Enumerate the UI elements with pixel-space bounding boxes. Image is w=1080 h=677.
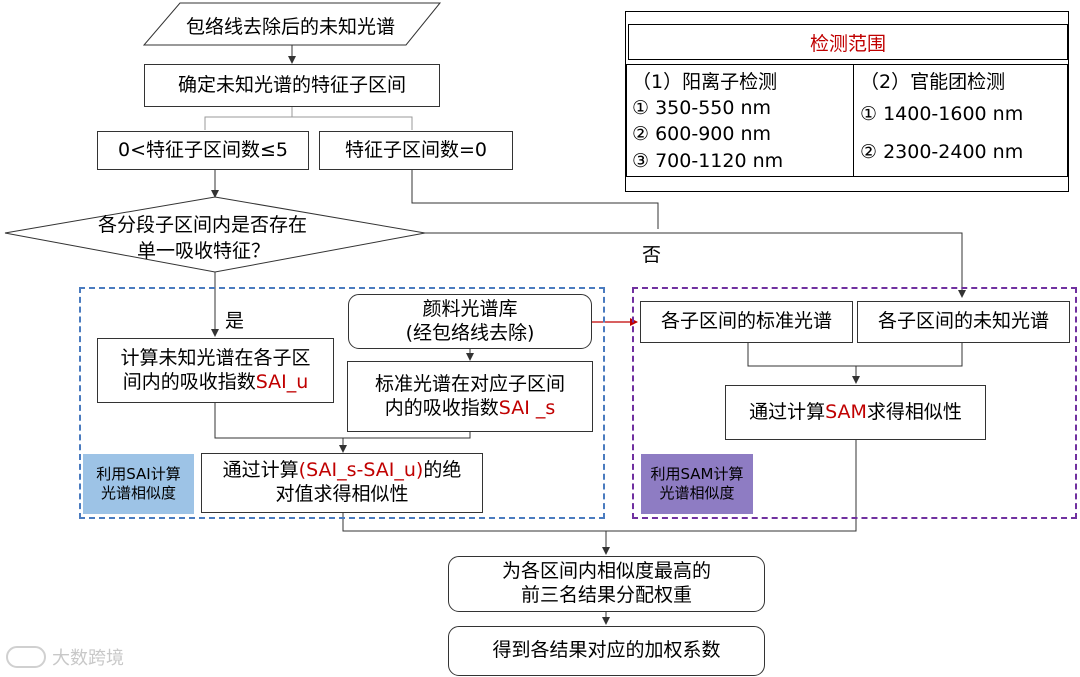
sai-unknown-box: 计算未知光谱在各子区 间内的吸收指数SAI_u [97, 338, 334, 403]
determine-subintervals-step: 确定未知光谱的特征子区间 [144, 64, 440, 107]
decision-line1: 各分段子区间内是否存在 [98, 214, 308, 236]
sam-tag: 利用SAM计算 光谱相似度 [641, 454, 753, 514]
cation-item: ② 600-900 nm [632, 123, 772, 146]
detection-range-body [626, 64, 1068, 177]
functional-group-column: （2）官能团检测 ① 1400-1600 nm ② 2300-2400 nm [860, 69, 1023, 166]
weight-assignment-box: 为各区间内相似度最高的 前三名结果分配权重 [448, 556, 765, 612]
cation-detection-column: （1）阳离子检测 ① 350-550 nm ② 600-900 nm ③ 700… [632, 69, 783, 174]
determine-label: 确定未知光谱的特征子区间 [177, 73, 406, 96]
functional-item: ② 2300-2400 nm [860, 141, 1024, 164]
detection-divider [853, 64, 854, 177]
sai-tag: 利用SAI计算 光谱相似度 [83, 454, 194, 514]
branch-count-positive: 0<特征子区间数≤5 [97, 131, 309, 170]
branch-count-zero: 特征子区间数=0 [319, 131, 513, 170]
arrow-branch-right-down [411, 170, 659, 229]
detection-range-panel [625, 11, 1069, 192]
start-label: 包络线去除后的未知光谱 [186, 16, 396, 38]
decision-line2: 单一吸收特征？ [137, 240, 271, 262]
pigment-library-box: 颜料光谱库 (经包络线去除) [348, 294, 592, 349]
cation-item: ① 350-550 nm [632, 97, 772, 120]
cation-header: （1）阳离子检测 [632, 71, 778, 93]
functional-header: （2）官能团检测 [860, 71, 1006, 93]
label-yes: 是 [225, 310, 245, 332]
sam-standard-spectrum: 各子区间的标准光谱 [640, 301, 853, 343]
sai-similarity-box: 通过计算(SAI_s-SAI_u)的绝 对值求得相似性 [201, 453, 483, 513]
sam-unknown-spectrum: 各子区间的未知光谱 [857, 301, 1070, 343]
watermark: 大数跨境 [6, 644, 124, 670]
final-coefficient-box: 得到各结果对应的加权系数 [448, 626, 765, 676]
sai-method-frame [79, 287, 605, 519]
sai-standard-box: 标准光谱在对应子区间 内的吸收指数SAI _s [347, 361, 593, 432]
watermark-logo-icon [6, 646, 46, 668]
cation-item: ③ 700-1120 nm [632, 149, 784, 172]
label-no: 否 [642, 244, 662, 266]
sam-method-frame [632, 287, 1077, 519]
functional-item: ① 1400-1600 nm [860, 103, 1024, 126]
watermark-text: 大数跨境 [52, 648, 124, 669]
detection-range-title: 检测范围 [628, 24, 1068, 60]
